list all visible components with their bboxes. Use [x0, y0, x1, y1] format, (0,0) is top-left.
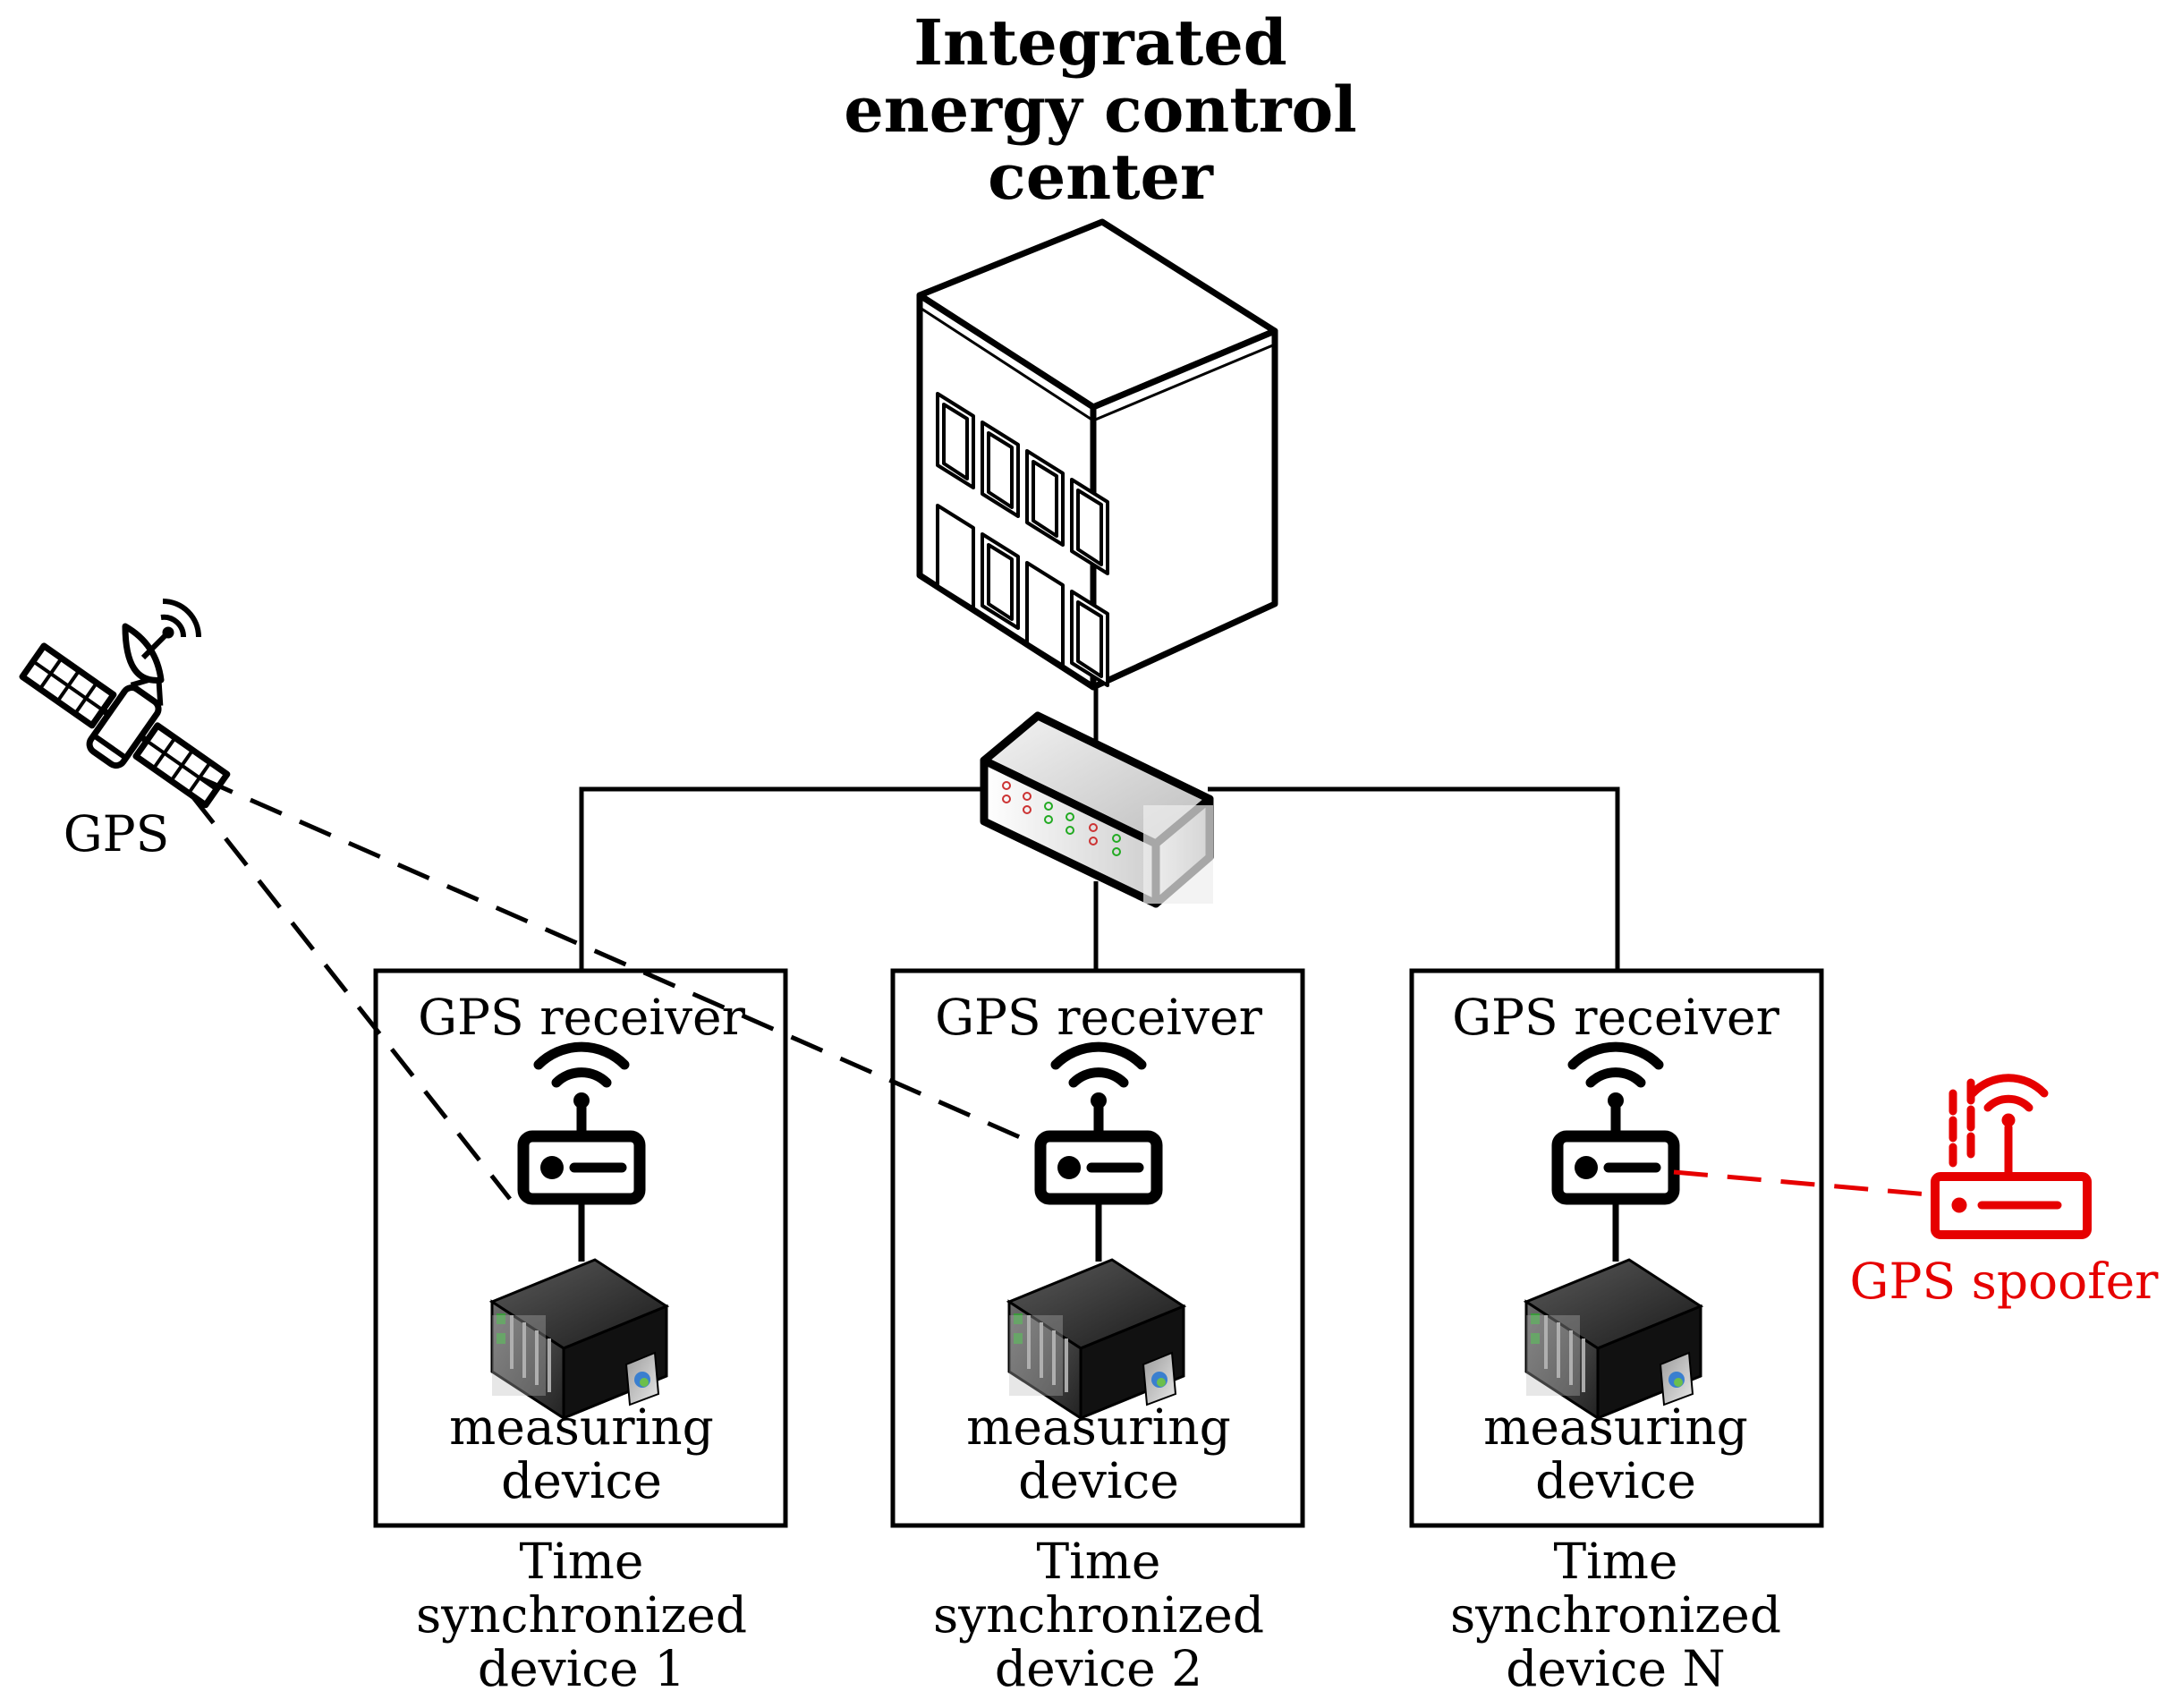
- network-switch-icon: [980, 711, 1214, 908]
- device-box-n: [1409, 968, 1824, 1528]
- measuring-device-label-2: measuring device: [966, 1398, 1231, 1509]
- gps-receiver-icon-2: [1040, 1047, 1157, 1199]
- device-box-2: [890, 968, 1305, 1528]
- measuring-device-icon-1: [490, 1258, 668, 1420]
- gps-receiver-label-2: GPS receiver: [935, 989, 1262, 1046]
- gps-receiver-label-n: GPS receiver: [1452, 989, 1779, 1046]
- gps-receiver-icon-1: [523, 1047, 640, 1199]
- gps-receiver-icon-n: [1558, 1047, 1674, 1199]
- gps-signal-lines: [191, 776, 1044, 1201]
- device-caption-1: Time synchronized device 1: [415, 1533, 748, 1697]
- gps-spoofer-icon: [1931, 1074, 2092, 1239]
- device-caption-n: Time synchronized device N: [1449, 1533, 1782, 1697]
- measuring-device-icon-n: [1524, 1258, 1702, 1420]
- measuring-device-label-n: measuring device: [1483, 1398, 1748, 1509]
- spoof-signal-line: [1673, 1169, 1929, 1197]
- gps-spoofer-label: GPS spoofer: [1849, 1253, 2159, 1310]
- measuring-device-label-1: measuring device: [449, 1398, 714, 1509]
- measuring-device-icon-2: [1007, 1258, 1185, 1420]
- device-box-1: [373, 968, 788, 1528]
- control-center-building-icon: [916, 218, 1278, 691]
- control-center-title: Integrated energy control center: [844, 5, 1357, 214]
- gps-receiver-label-1: GPS receiver: [418, 989, 745, 1046]
- device-caption-2: Time synchronized device 2: [932, 1533, 1265, 1697]
- satellite-label: GPS: [63, 805, 170, 862]
- satellite-icon: [19, 599, 231, 809]
